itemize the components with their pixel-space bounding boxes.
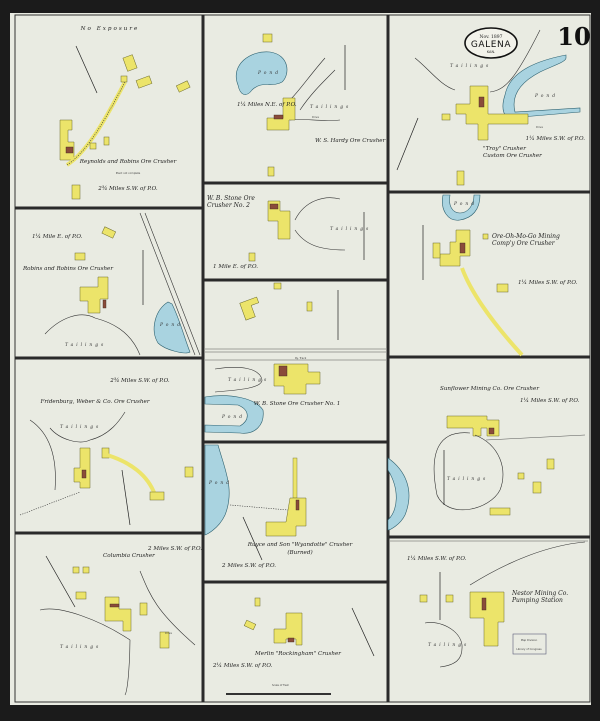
svg-text:Tailings: Tailings	[228, 378, 269, 383]
svg-text:Pond: Pond	[257, 71, 281, 76]
north-arrow-icon	[351, 607, 375, 657]
panel-ws-hardy: Pond Tailings Drive 1¼ Miles N.E. of P.O…	[236, 33, 386, 177]
scale-label: Scale of Feet	[272, 683, 289, 687]
svg-text:2¾ Miles S.W. of P.O.: 2¾ Miles S.W. of P.O.	[97, 185, 158, 192]
north-arrow-icon	[75, 45, 98, 94]
svg-text:1 Mile E. of P.O.: 1 Mile E. of P.O.	[213, 264, 258, 270]
panel-wb-stone-2: 1 Mile E. of P.O. Tailings	[213, 197, 371, 270]
scale-bar	[226, 693, 331, 695]
panel-fridenburg-weber: 2¾ Miles S.W. of P.O. Fridenburg, Weber …	[19, 377, 194, 526]
svg-text:Columbia Crusher: Columbia Crusher	[103, 553, 155, 559]
exposure-label: No Exposure	[80, 26, 140, 32]
svg-text:Tailings: Tailings	[330, 227, 371, 232]
panel-borders	[14, 14, 591, 703]
svg-text:1¼ Miles N.E. of P.O.: 1¼ Miles N.E. of P.O.	[237, 101, 297, 108]
panel-sunflower: Sunflower Mining Co. Ore Crusher 1¼ Mile…	[387, 386, 586, 531]
svg-text:1¼ Miles S.W. of P.O.: 1¼ Miles S.W. of P.O.	[518, 279, 578, 286]
svg-text:Plant not complete: Plant not complete	[116, 171, 141, 175]
svg-text:"Troy" Crusher: "Troy" Crusher	[483, 146, 526, 152]
svg-text:Reynolds and Robins Ore Crushe: Reynolds and Robins Ore Crusher	[79, 159, 177, 165]
svg-text:W. B. Stone Ore Crusher No. 1: W. B. Stone Ore Crusher No. 1	[254, 401, 341, 407]
panel-merlin-rockingham: Merlin "Rockingham" Crusher 2¼ Miles S.W…	[212, 597, 375, 695]
state-name: KAN.	[487, 50, 495, 54]
svg-text:W. S. Hardy Ore Crusher: W. S. Hardy Ore Crusher	[315, 138, 386, 144]
svg-text:Ruyce and Son "Wyandotte" Crus: Ruyce and Son "Wyandotte" Crusher	[247, 542, 353, 548]
north-arrow-icon	[121, 469, 131, 526]
svg-text:2 Miles S.W. of P.O.: 2 Miles S.W. of P.O.	[221, 563, 276, 569]
wb-stone-2-title: W. B. Stone Ore Crusher No. 2	[207, 195, 255, 209]
panel-troy-crusher: Pond Tailings Drive 1¼ Miles S.W. of P.O…	[396, 29, 586, 186]
troy-distance: 1¼ Miles S.W. of P.O.	[526, 135, 586, 142]
panel-unnamed-buildings	[205, 282, 386, 353]
panel-reynolds-robins: No Exposure Reynolds and Robins Ore Crus…	[59, 26, 191, 200]
svg-text:Tailings: Tailings	[310, 105, 351, 110]
svg-text:1¼ Miles S.W. of P.O.: 1¼ Miles S.W. of P.O.	[407, 555, 467, 562]
svg-text:2¾ Miles S.W. of P.O.: 2¾ Miles S.W. of P.O.	[109, 377, 170, 384]
svg-text:Map Division: Map Division	[521, 638, 538, 642]
svg-text:2¼ Miles S.W. of P.O.: 2¼ Miles S.W. of P.O.	[212, 662, 273, 669]
ore-oh-mo-go-title: Ore-Oh-Mo-Go Mining Comp'y Ore Crusher	[492, 233, 560, 247]
library-stamp: Map Division Library of Congress	[512, 633, 547, 655]
svg-text:Merlin "Rockingham" Crusher: Merlin "Rockingham" Crusher	[254, 651, 341, 657]
svg-text:Ry. Track: Ry. Track	[295, 356, 307, 360]
north-arrow-icon	[242, 516, 263, 561]
svg-text:Pond: Pond	[208, 481, 232, 486]
svg-text:Tailings: Tailings	[447, 477, 488, 482]
svg-text:Robins and Robins Ore Crusher: Robins and Robins Ore Crusher	[22, 266, 113, 272]
svg-text:Tailings: Tailings	[60, 645, 101, 650]
map-date: Nov. 1897	[480, 34, 503, 40]
north-arrow-icon	[45, 555, 76, 608]
svg-text:1¼ Mile E. of P.O.: 1¼ Mile E. of P.O.	[32, 233, 83, 240]
panel-wb-stone-1: Ry. Track Pond Tailings W. B. Stone Ore …	[204, 356, 386, 434]
svg-text:Sunflower Mining Co. Ore Crush: Sunflower Mining Co. Ore Crusher	[440, 386, 539, 392]
svg-text:Drive: Drive	[312, 115, 319, 119]
panel-nestor: 1¼ Miles S.W. of P.O. Tailings Map Divis…	[390, 540, 588, 668]
panel-ore-oh-mo-go: Pond 1¼ Miles S.W. of P.O.	[422, 194, 578, 357]
svg-text:(Burned): (Burned)	[287, 549, 312, 556]
town-name: GALENA	[471, 40, 512, 50]
svg-text:Pond: Pond	[221, 415, 245, 420]
panel-robins-robins: 1¼ Mile E. of P.O. Robins and Robins Ore…	[22, 212, 201, 356]
svg-text:Pond: Pond	[159, 323, 183, 328]
north-arrow-icon	[396, 117, 419, 171]
svg-text:Tailings: Tailings	[428, 643, 469, 648]
svg-text:Tailings: Tailings	[65, 343, 106, 348]
svg-text:Tailings: Tailings	[60, 425, 101, 430]
svg-text:Custom Ore Crusher: Custom Ore Crusher	[483, 153, 542, 159]
panel-columbia: 2 Miles S.W. of P.O. Columbia Crusher Ta…	[39, 546, 202, 696]
svg-text:1¼ Miles S.W. of P.O.: 1¼ Miles S.W. of P.O.	[520, 397, 580, 404]
svg-text:Tailings: Tailings	[450, 64, 491, 69]
sheet-number: 10	[557, 22, 590, 51]
panel-wyandotte: Pond Ruyce and Son "Wyandotte" Crusher (…	[204, 444, 353, 569]
svg-text:Drive: Drive	[165, 631, 172, 635]
svg-text:Library of Congress: Library of Congress	[516, 647, 542, 651]
svg-text:2 Miles S.W. of P.O.: 2 Miles S.W. of P.O.	[147, 546, 202, 552]
title-cartouche: Nov. 1897 GALENA KAN.	[464, 27, 518, 59]
svg-text:Pond: Pond	[534, 94, 558, 99]
svg-text:Fridenburg, Weber & Co. Ore Cr: Fridenburg, Weber & Co. Ore Crusher	[39, 399, 149, 405]
svg-text:Pond: Pond	[453, 202, 477, 207]
nestor-title: Nestor Mining Co. Pumping Station	[512, 590, 569, 604]
svg-text:Drive: Drive	[536, 125, 543, 129]
